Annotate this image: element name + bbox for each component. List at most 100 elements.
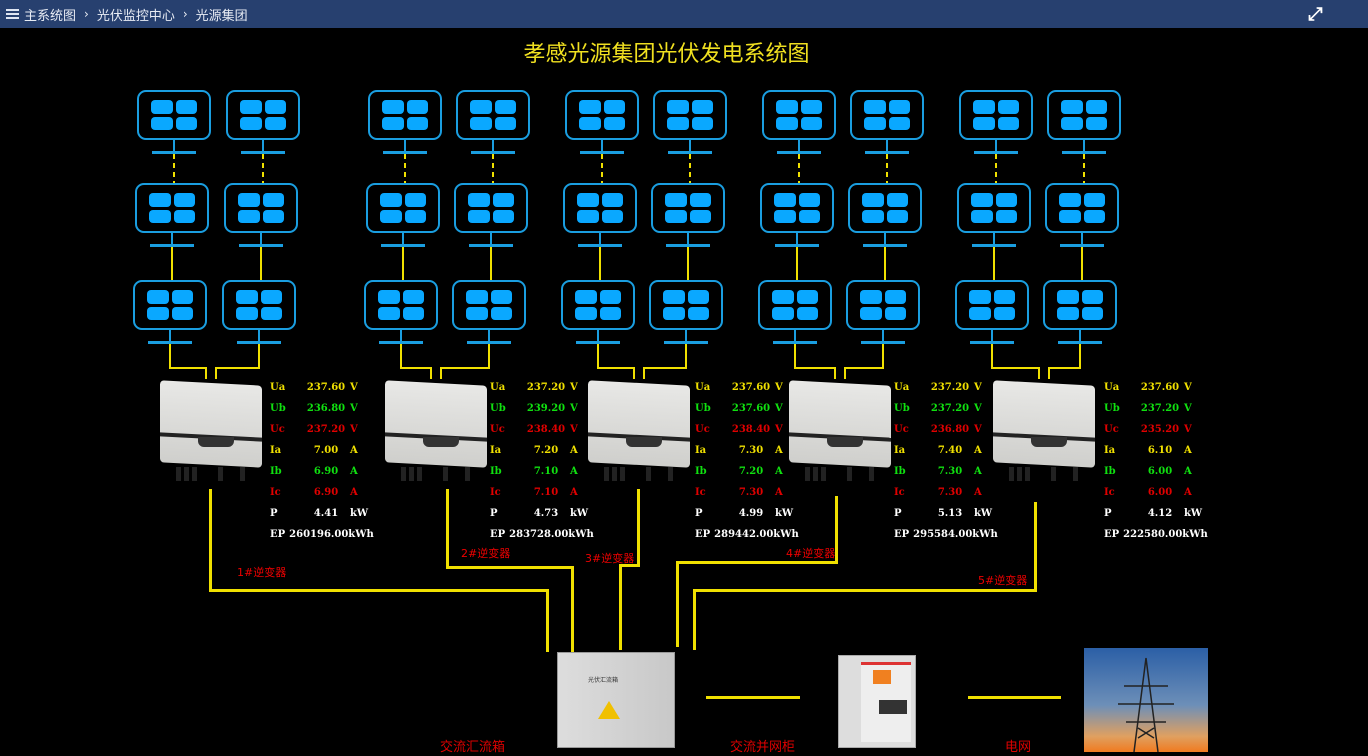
connector-stem <box>402 233 404 245</box>
string-link <box>440 367 442 379</box>
reading-label: EP <box>270 529 286 540</box>
connector-stem <box>886 140 888 152</box>
solar-panel-icon <box>224 183 298 233</box>
connector-stem <box>171 233 173 245</box>
reading-unit: A <box>350 445 358 456</box>
inverter-output-line <box>637 489 640 567</box>
string-link <box>794 344 796 368</box>
connection-line <box>706 696 800 699</box>
dashed-link <box>886 154 888 183</box>
solar-panel-icon <box>561 280 635 330</box>
menu-icon[interactable] <box>6 9 19 19</box>
reading-value: 6.10 <box>1147 445 1173 456</box>
string-link <box>991 367 1040 369</box>
inverter-output-line <box>676 561 679 647</box>
inverter-output-line <box>446 566 574 569</box>
inverter-output-line <box>546 589 549 652</box>
breadcrumb-current: 光源集团 <box>195 8 248 24</box>
fullscreen-icon[interactable]: ⤢ <box>1308 4 1323 25</box>
reading-label: EP <box>894 529 910 540</box>
reading-label: Ic <box>490 487 501 498</box>
inverter-output-line <box>209 489 212 592</box>
reading-value: 6.90 <box>313 487 339 498</box>
reading-label: Ic <box>270 487 281 498</box>
solar-panel-icon <box>1047 90 1121 140</box>
inverter-output-line <box>835 496 838 564</box>
reading-value: 237.60 <box>1140 382 1180 393</box>
reading-value: 237.20 <box>526 382 566 393</box>
breadcrumb-monitor-center[interactable]: 光伏监控中心 <box>96 8 175 24</box>
connector-bar <box>469 244 513 247</box>
reading-value: 289442.00kWh <box>714 529 799 540</box>
connector-bar <box>777 151 821 154</box>
connector-bar <box>379 341 423 344</box>
inverter-label: 1#逆变器 <box>237 566 287 579</box>
solar-panel-icon <box>135 183 209 233</box>
reading-unit: kW <box>1184 508 1203 519</box>
reading-label: Ic <box>1104 487 1115 498</box>
reading-unit: V <box>570 382 578 393</box>
solar-panel-icon <box>653 90 727 140</box>
reading-value: 7.30 <box>738 487 764 498</box>
connector-bar <box>664 341 708 344</box>
reading-label: Uc <box>695 424 710 435</box>
reading-value: 4.73 <box>533 508 559 519</box>
connector-stem <box>492 140 494 152</box>
connector-stem <box>262 140 264 152</box>
string-link <box>400 367 432 369</box>
connector-bar <box>974 151 1018 154</box>
string-link <box>597 344 599 368</box>
reading-label: Ia <box>695 445 707 456</box>
reading-value: 6.00 <box>1147 466 1173 477</box>
string-link <box>685 344 687 368</box>
reading-label: EP <box>695 529 711 540</box>
reading-label: Ic <box>695 487 706 498</box>
reading-unit: A <box>974 445 982 456</box>
dashed-link <box>404 154 406 183</box>
dashed-link <box>601 154 603 183</box>
reading-value: 7.10 <box>533 466 559 477</box>
combiner-label: 交流汇流箱 <box>440 740 506 755</box>
reading-label: Uc <box>894 424 909 435</box>
chevron-right-icon: › <box>182 7 188 21</box>
solar-panel-icon <box>565 90 639 140</box>
connector-stem <box>1079 330 1081 342</box>
reading-label: P <box>894 508 902 519</box>
reading-value: 7.30 <box>937 466 963 477</box>
inverter-output-line <box>1034 502 1037 592</box>
connector-bar <box>970 341 1014 344</box>
string-link <box>1081 247 1083 280</box>
connector-stem <box>169 330 171 342</box>
string-link <box>1048 367 1050 379</box>
inverter-image <box>158 380 262 483</box>
string-link <box>844 367 846 379</box>
solar-panel-icon <box>649 280 723 330</box>
connector-bar <box>865 151 909 154</box>
connector-stem <box>685 330 687 342</box>
solar-panel-icon <box>368 90 442 140</box>
reading-value: 7.40 <box>937 445 963 456</box>
reading-value: 237.60 <box>731 403 771 414</box>
breadcrumb-home[interactable]: 主系统图 <box>24 8 77 24</box>
connector-stem <box>1083 140 1085 152</box>
string-link <box>687 247 689 280</box>
reading-label: Ia <box>490 445 502 456</box>
page-title: 孝感光源集团光伏发电系统图 <box>523 42 810 67</box>
reading-label: P <box>490 508 498 519</box>
reading-unit: V <box>974 382 982 393</box>
